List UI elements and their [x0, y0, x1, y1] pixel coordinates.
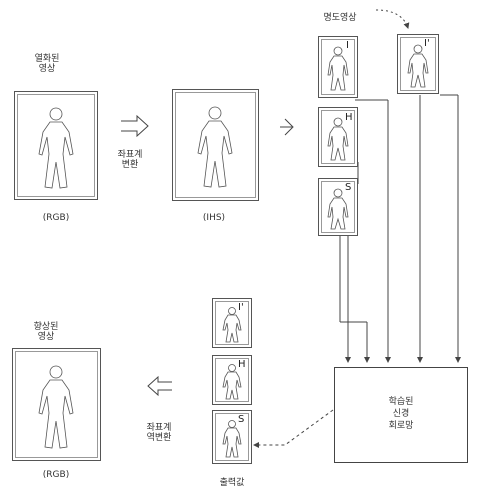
human-figure-icon	[407, 44, 429, 88]
output-value-label: 출력값	[219, 478, 245, 488]
channel-i-prime-letter: I'	[424, 38, 430, 49]
human-figure-icon	[222, 307, 242, 343]
coord-convert-label: 좌표계 변환	[110, 150, 150, 170]
human-figure-icon	[222, 364, 242, 400]
inverse-arrow	[147, 375, 172, 397]
inverse-label-line2: 역변환	[146, 433, 172, 443]
input-image-label: 열화된 영상	[27, 54, 67, 74]
rgb-in-label: (RGB)	[42, 213, 70, 223]
output-link	[253, 409, 334, 448]
network-label-line2: 신경	[392, 409, 410, 419]
channel-lines	[339, 94, 461, 412]
dotted-link	[375, 9, 410, 29]
coord-label-line1: 좌표계	[117, 150, 143, 160]
inverse-label-line1: 좌표계	[146, 423, 172, 433]
channel-h-frame: H	[318, 107, 358, 167]
output-i-prime-letter: I'	[238, 302, 244, 313]
coord-label-line2: 변환	[121, 160, 139, 170]
network-label-line1: 학습된	[388, 397, 414, 407]
channel-s-frame: S	[318, 178, 358, 236]
enhanced-label-line1: 향상된	[33, 322, 59, 332]
output-i-prime-frame: I'	[212, 298, 252, 348]
human-figure-icon	[197, 106, 233, 188]
split-arrow	[280, 118, 294, 136]
channel-i-prime-frame: I'	[397, 34, 439, 94]
output-h-frame: H	[212, 355, 252, 405]
transform-arrow	[121, 114, 149, 138]
network-label-line3: 회로망	[388, 421, 414, 431]
human-figure-icon	[327, 46, 349, 91]
ihs-label: (IHS)	[202, 213, 226, 223]
input-label-line1: 열화된	[34, 54, 60, 64]
enhanced-label-line2: 영상	[37, 332, 55, 342]
human-figure-icon	[222, 420, 242, 458]
human-figure-icon	[327, 117, 349, 161]
output-s-frame: S	[212, 410, 252, 464]
neural-network-box: 학습된 신경 회로망	[334, 367, 468, 463]
output-s-letter: S	[238, 414, 245, 425]
ihs-frame	[172, 89, 259, 201]
human-figure-icon	[327, 188, 349, 230]
human-figure-icon	[38, 107, 74, 189]
input-label-line2: 영상	[38, 64, 56, 74]
input-rgb-frame	[14, 91, 98, 200]
channel-i-frame: I	[318, 36, 358, 98]
inverse-convert-label: 좌표계 역변환	[132, 423, 186, 443]
output-h-letter: H	[238, 359, 246, 370]
luminance-label: 명도영상	[323, 13, 357, 23]
channel-s-letter: S	[345, 182, 352, 193]
network-label: 학습된 신경 회로망	[335, 396, 467, 432]
output-rgb-frame	[12, 348, 101, 461]
channel-i-letter: I	[346, 40, 349, 51]
enhanced-image-label: 향상된 영상	[26, 322, 66, 342]
rgb-out-label: (RGB)	[42, 470, 70, 480]
human-figure-icon	[38, 365, 74, 449]
channel-h-letter: H	[345, 112, 353, 123]
